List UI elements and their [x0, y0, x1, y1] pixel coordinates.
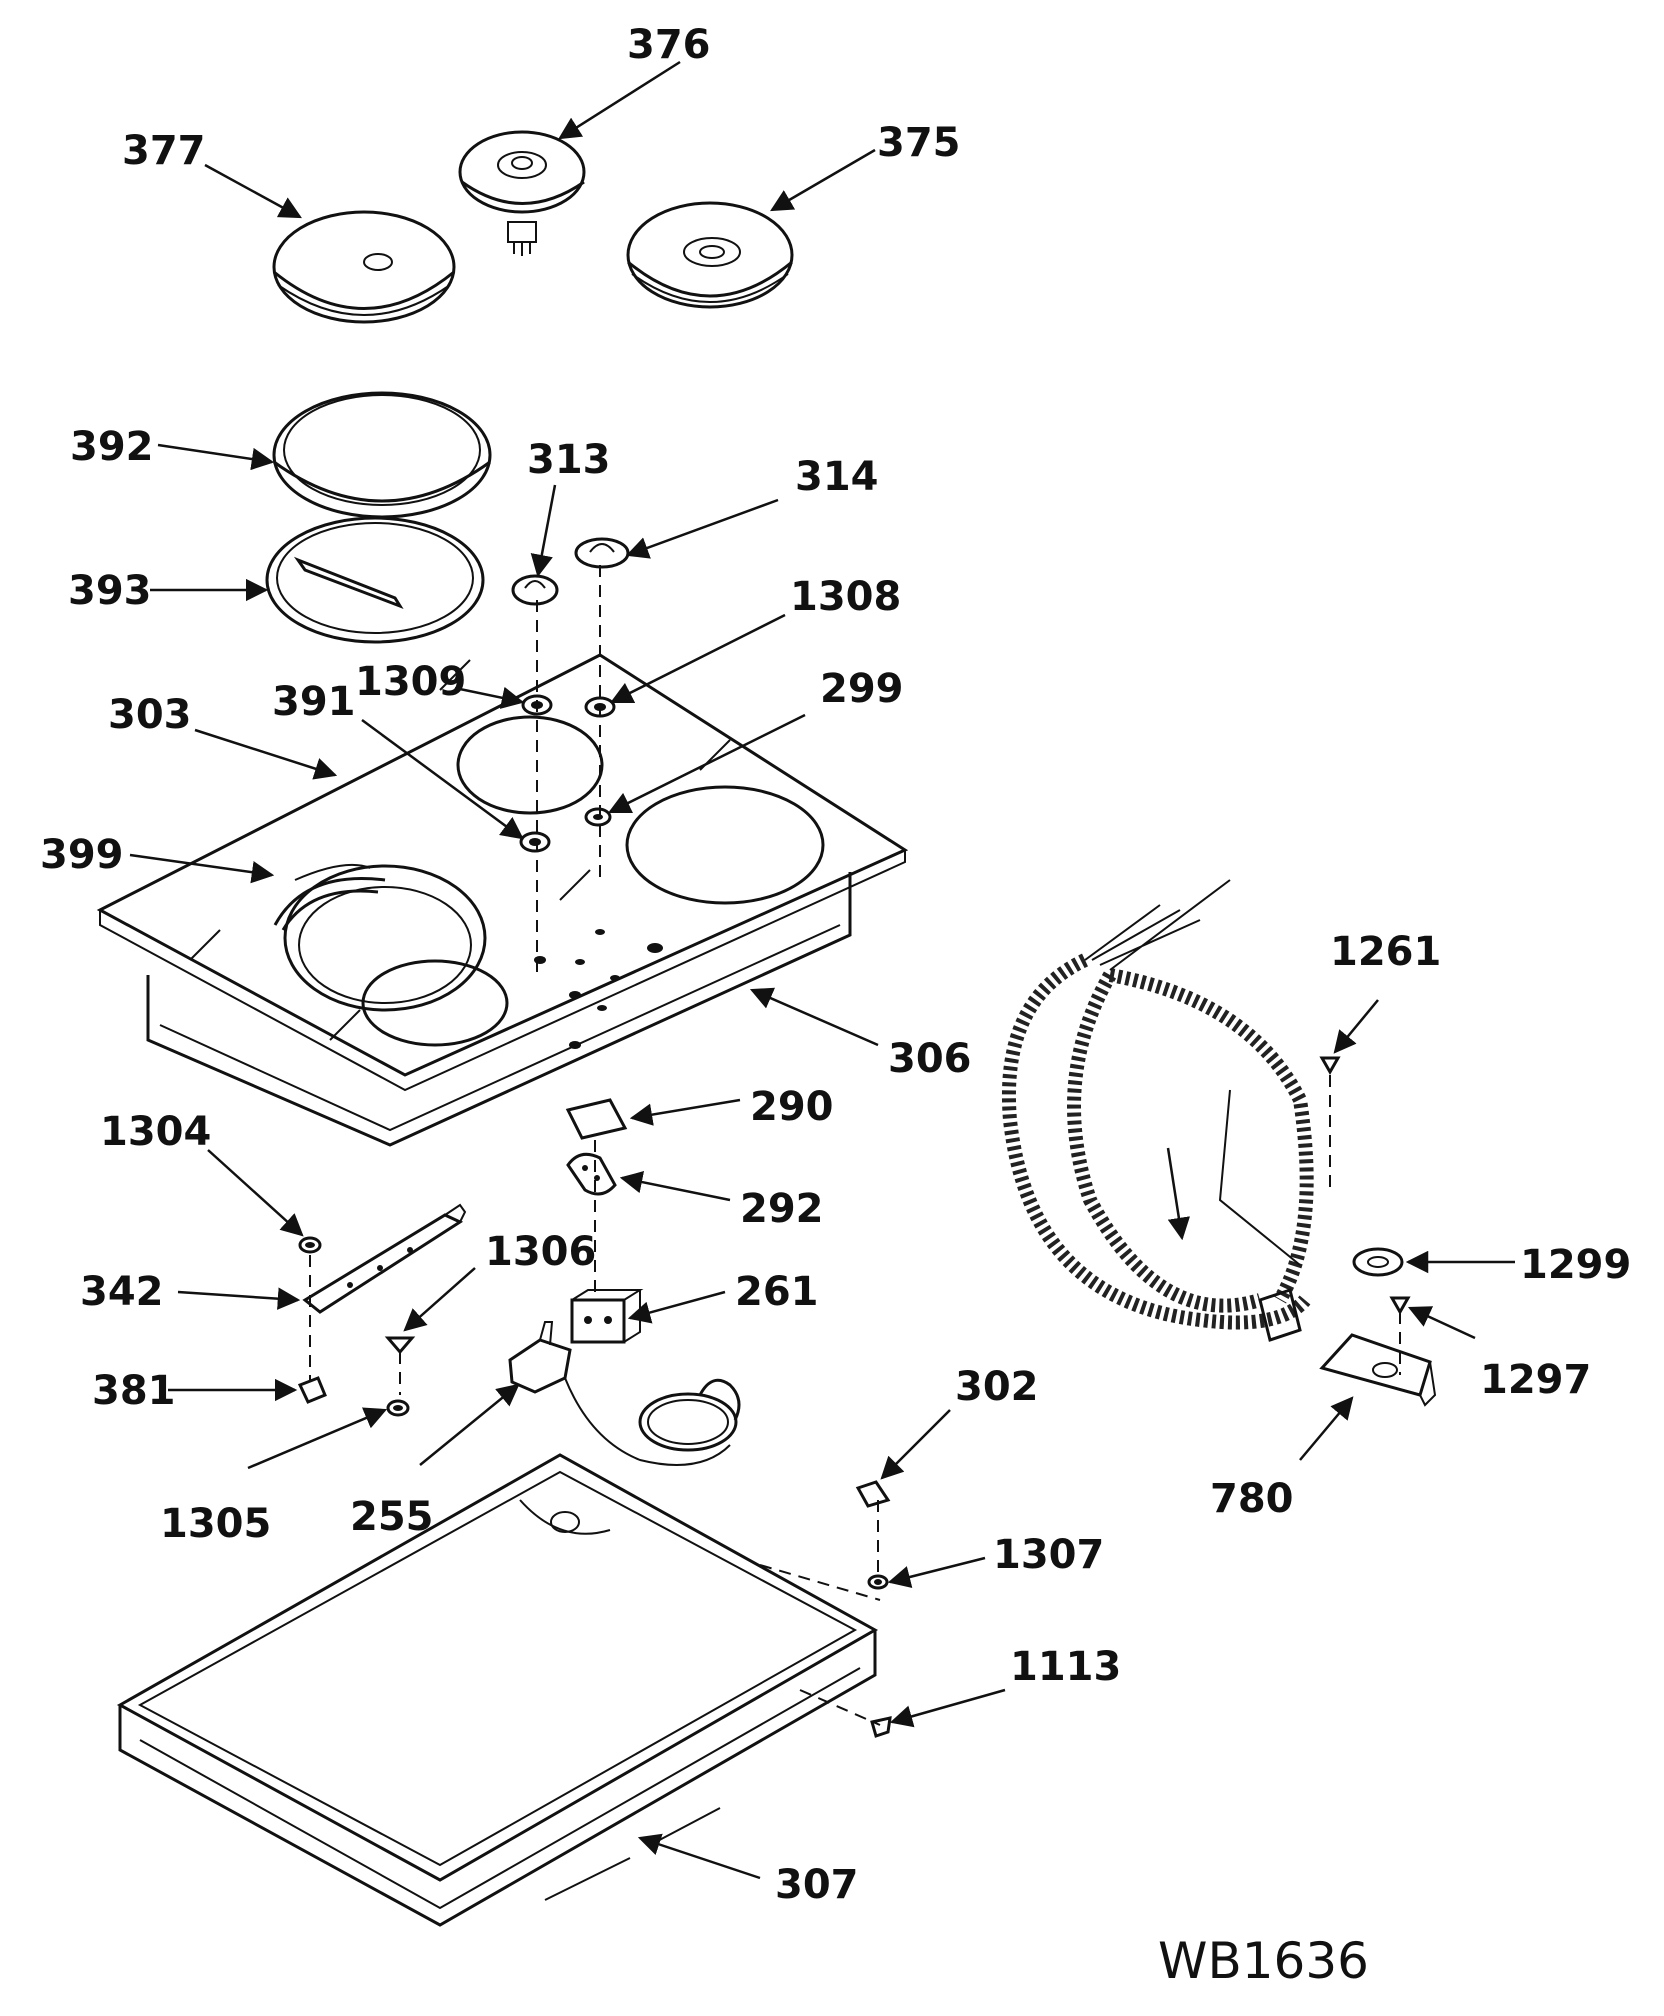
callout-1305: 1305 [160, 1501, 271, 1547]
callout-261: 261 [735, 1269, 819, 1315]
reflector-393 [265, 516, 485, 644]
callout-377: 377 [122, 128, 206, 174]
lockwasher-1299 [1352, 1247, 1404, 1277]
callout-375: 375 [877, 120, 961, 166]
clip-313 [511, 574, 559, 606]
element-399 [273, 876, 386, 931]
bracket-342 [302, 1203, 467, 1314]
nut-1304 [298, 1236, 322, 1254]
callout-376: 376 [627, 22, 711, 68]
callout-303: 303 [108, 692, 192, 738]
callout-399: 399 [40, 832, 124, 878]
screw-1297 [1389, 1296, 1411, 1316]
surface-unit-376 [458, 130, 586, 256]
thermostat-255 [508, 1321, 741, 1466]
surface-unit-375 [626, 201, 794, 309]
screw-1261 [1319, 1056, 1341, 1076]
frame-306 [146, 872, 852, 1147]
callout-255: 255 [350, 1494, 434, 1540]
callout-labels: 376 377 375 392 313 314 393 1308 1309 30… [40, 22, 1631, 1990]
callout-391: 391 [272, 679, 356, 725]
washer-299 [584, 807, 612, 827]
callout-313: 313 [527, 437, 611, 483]
conduit-cord [1002, 879, 1314, 1342]
callout-292: 292 [740, 1186, 824, 1232]
callout-1261: 1261 [1330, 929, 1441, 975]
bracket-780 [1319, 1333, 1437, 1407]
screw-1307 [867, 1574, 889, 1590]
callout-1307: 1307 [993, 1532, 1104, 1578]
callout-1308: 1308 [790, 574, 901, 620]
bottom-pan-307 [116, 1453, 879, 1927]
callout-306: 306 [888, 1036, 972, 1082]
insulator-290 [565, 1098, 628, 1140]
washer-391 [519, 831, 551, 853]
callout-314: 314 [795, 454, 879, 500]
surface-unit-377 [272, 210, 456, 324]
trim-ring-392 [272, 391, 492, 519]
callout-1306: 1306 [485, 1229, 596, 1275]
callout-302: 302 [955, 1364, 1039, 1410]
screw-1113 [870, 1716, 892, 1738]
callout-392: 392 [70, 424, 154, 470]
callout-1297: 1297 [1480, 1357, 1591, 1403]
callout-381: 381 [92, 1368, 176, 1414]
cooktop-glass-303 [96, 653, 909, 1092]
callout-290: 290 [750, 1084, 834, 1130]
callout-342: 342 [80, 1269, 164, 1315]
callout-1299: 1299 [1520, 1242, 1631, 1288]
block-292 [566, 1152, 617, 1196]
callout-1113: 1113 [1010, 1644, 1121, 1690]
callout-1309: 1309 [355, 659, 466, 705]
reference-code: WB1636 [1158, 1932, 1369, 1990]
callout-307: 307 [775, 1862, 859, 1908]
screw-381 [297, 1376, 327, 1404]
callout-780: 780 [1210, 1476, 1294, 1522]
callout-393: 393 [68, 568, 152, 614]
callout-1304: 1304 [100, 1109, 211, 1155]
callout-299: 299 [820, 666, 904, 712]
nut-1305 [386, 1399, 410, 1417]
clip-314 [574, 537, 630, 569]
leader-lines [129, 60, 1515, 1880]
switch-261 [570, 1289, 644, 1344]
clip-1306 [384, 1336, 416, 1355]
clip-302 [855, 1480, 891, 1508]
